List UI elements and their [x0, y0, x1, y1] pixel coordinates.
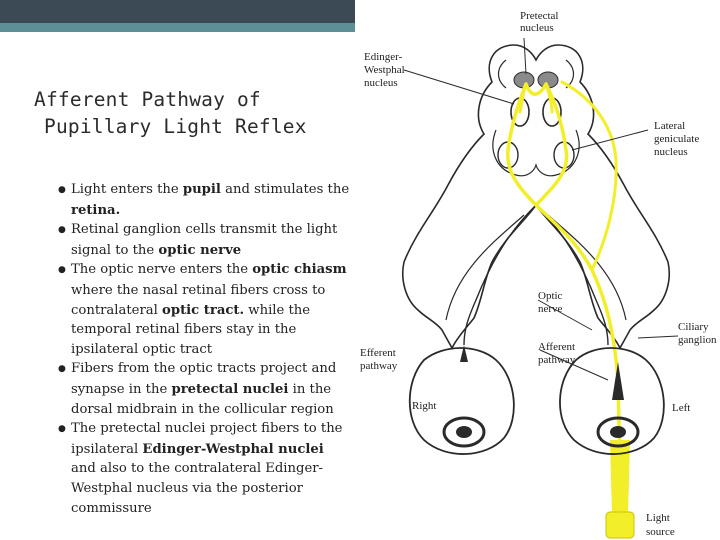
bullet-item: ●The optic nerve enters the optic chiasm… [52, 260, 352, 359]
slide-title-line-1: Afferent Pathway of [34, 86, 354, 113]
label-optic-nerve-1: Optic [538, 290, 563, 302]
label-ew-3: nucleus [364, 77, 398, 89]
bullet-list: ●Light enters the pupil and stimulates t… [52, 180, 352, 518]
bullet-text: and stimulates the [221, 182, 349, 197]
label-optic-nerve-2: nerve [538, 303, 563, 315]
optic-nerve-left [536, 205, 608, 345]
bullet-bold-term: optic nerve [158, 243, 241, 258]
label-efferent-2: pathway [360, 360, 398, 372]
label-ciliary-2: ganglion [678, 334, 717, 346]
bullet-bold-term: optic chiasm [252, 262, 346, 277]
optic-nerve-right [464, 205, 536, 345]
label-efferent-1: Efferent [360, 347, 396, 359]
label-ciliary-1: Ciliary [678, 321, 709, 333]
pretectal-pointer [524, 38, 526, 74]
pupillary-reflex-diagram: Pretectal nucleus Edinger- Westphal nucl… [356, 0, 720, 540]
ciliary-pointer [638, 336, 678, 338]
bullet-bold-term: Edinger-Westphal nuclei [142, 442, 323, 457]
afferent-pathway-return [520, 82, 616, 270]
bullet-bold-term: pretectal nuclei [171, 382, 288, 397]
label-light-1: Light [646, 512, 670, 524]
bullet-bold-term: retina. [71, 203, 120, 218]
bullet-dot-icon: ● [58, 221, 71, 241]
label-ew-1: Edinger- [364, 51, 403, 63]
slide-title-line-2: Pupillary Light Reflex [34, 113, 354, 140]
light-source [606, 512, 634, 538]
midbrain-outline [403, 45, 669, 348]
label-right: Right [412, 400, 436, 412]
bullet-dot-icon: ● [58, 181, 71, 201]
bullet-item: ●The pretectal nuclei project fibers to … [52, 419, 352, 518]
label-light-2: source [646, 526, 675, 538]
header-accent-bar [0, 23, 355, 32]
bullet-text: Light enters the [71, 182, 183, 197]
header-bar [0, 0, 355, 23]
label-lgn-3: nucleus [654, 146, 688, 158]
bullet-bold-term: optic tract. [162, 303, 244, 318]
bullet-dot-icon: ● [58, 420, 71, 440]
label-left: Left [672, 402, 690, 414]
bullet-item: ●Fibers from the optic tracts project an… [52, 359, 352, 419]
ew-pointer [404, 70, 514, 104]
bullet-item: ●Light enters the pupil and stimulates t… [52, 180, 352, 220]
bullet-text: and also to the contralateral Edinger-We… [71, 461, 323, 515]
bullet-bold-term: pupil [183, 182, 221, 197]
label-pretectal-2: nucleus [520, 22, 554, 34]
bullet-dot-icon: ● [58, 360, 71, 380]
label-lgn-2: geniculate [654, 133, 699, 145]
bullet-text: The optic nerve enters the [71, 262, 252, 277]
light-beam [610, 440, 630, 515]
bullet-dot-icon: ● [58, 261, 71, 281]
label-ew-2: Westphal [364, 64, 405, 76]
label-pretectal-1: Pretectal [520, 10, 558, 22]
label-afferent-2: pathway [538, 354, 576, 366]
label-lgn-1: Lateral [654, 120, 685, 132]
bullet-item: ●Retinal ganglion cells transmit the lig… [52, 220, 352, 260]
label-afferent-1: Afferent [538, 341, 575, 353]
slide-title: Afferent Pathway of Pupillary Light Refl… [34, 86, 354, 140]
left-eye [560, 348, 664, 454]
